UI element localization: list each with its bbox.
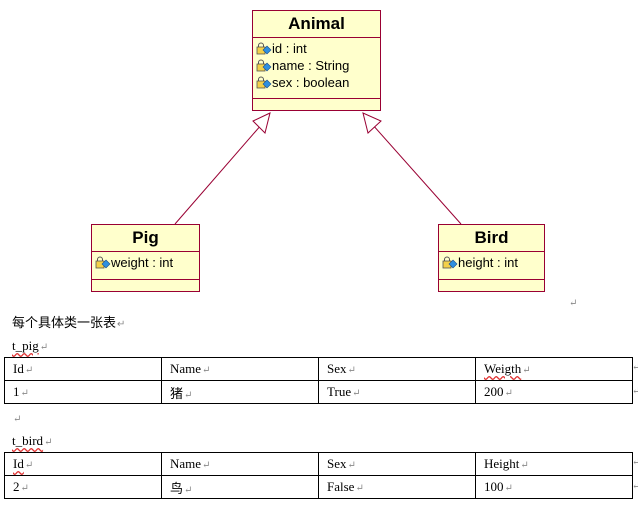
- pig-generalization-line: [174, 123, 263, 225]
- field-lock-icon: [442, 256, 458, 268]
- table1-name-text: t_pig: [12, 338, 39, 353]
- table-cell: 1↵: [4, 380, 162, 404]
- table-cell: 200↵: [475, 380, 633, 404]
- doc-heading-text: 每个具体类一张表: [12, 316, 117, 331]
- row-end-mark: ↵: [632, 481, 638, 492]
- attribute-weight-text: weight : int: [111, 255, 174, 270]
- row-end-mark: ↵: [632, 457, 638, 468]
- pig-generalization-arrowhead: [252, 112, 271, 134]
- table-header-cell: Sex↵: [318, 357, 476, 381]
- class-pig[interactable]: Pig weight : int: [91, 224, 200, 292]
- attribute-weight: weight : int: [95, 254, 199, 271]
- table-header-cell: Sex↵: [318, 452, 476, 476]
- table2-name-text: t_bird: [12, 433, 44, 448]
- table-t-bird: Id↵ Name↵ Sex↵ Height↵ 2↵ 鸟↵ False↵ 100↵: [4, 452, 633, 499]
- table-row: 1↵ 猪↵ True↵ 200↵: [4, 380, 633, 404]
- bird-generalization-line: [371, 123, 462, 225]
- field-lock-icon: [95, 256, 111, 268]
- table-header-cell: Name↵: [161, 452, 319, 476]
- inheritance-arrows: [174, 112, 462, 225]
- table-row: 2↵ 鸟↵ False↵ 100↵: [4, 475, 633, 499]
- table-cell: False↵: [318, 475, 476, 499]
- paragraph-mark: ↵: [117, 319, 126, 330]
- class-pig-attributes: weight : int: [92, 252, 199, 280]
- class-animal-name: Animal: [253, 11, 380, 38]
- table-cell: 100↵: [475, 475, 633, 499]
- table-cell: 2↵: [4, 475, 162, 499]
- attribute-height: height : int: [442, 254, 544, 271]
- field-lock-icon: [256, 76, 272, 88]
- table-cell: 鸟↵: [161, 475, 319, 499]
- doc-heading: 每个具体类一张表↵: [12, 316, 125, 333]
- class-bird-attributes: height : int: [439, 252, 544, 280]
- attribute-id: id : int: [256, 40, 380, 57]
- attribute-id-text: id : int: [272, 41, 307, 56]
- table-header-cell: Weigth↵: [475, 357, 633, 381]
- field-lock-icon: [256, 59, 272, 71]
- empty-paragraph: ↵: [13, 414, 22, 425]
- attribute-name-text: name : String: [272, 58, 350, 73]
- table-cell: 猪↵: [161, 380, 319, 404]
- class-animal-attributes: id : int name : String sex : boolean: [253, 38, 380, 99]
- class-bird[interactable]: Bird height : int: [438, 224, 545, 292]
- attribute-sex: sex : boolean: [256, 74, 380, 91]
- row-end-mark: ↵: [632, 386, 638, 397]
- table-header-cell: Id↵: [4, 452, 162, 476]
- table-t-pig: Id↵ Name↵ Sex↵ Weigth↵ 1↵ 猪↵ True↵ 200↵: [4, 357, 633, 404]
- table2-name: t_bird↵: [12, 433, 52, 451]
- table-header-cell: Id↵: [4, 357, 162, 381]
- table1-name: t_pig↵: [12, 338, 48, 356]
- field-lock-icon: [256, 42, 272, 54]
- row-end-mark: ↵: [632, 362, 638, 373]
- table-header-row: Id↵ Name↵ Sex↵ Height↵: [4, 452, 633, 476]
- paragraph-mark: ↵: [569, 298, 578, 309]
- class-pig-name: Pig: [92, 225, 199, 252]
- class-animal[interactable]: Animal id : int name : String sex : bool…: [252, 10, 381, 111]
- table-header-row: Id↵ Name↵ Sex↵ Weigth↵: [4, 357, 633, 381]
- class-bird-name: Bird: [439, 225, 544, 252]
- table-header-cell: Height↵: [475, 452, 633, 476]
- attribute-height-text: height : int: [458, 255, 518, 270]
- paragraph-mark: ↵: [44, 437, 53, 448]
- bird-generalization-arrowhead: [362, 112, 382, 134]
- attribute-name: name : String: [256, 57, 380, 74]
- attribute-sex-text: sex : boolean: [272, 75, 350, 90]
- paragraph-mark: ↵: [39, 342, 49, 353]
- table-header-cell: Name↵: [161, 357, 319, 381]
- table-cell: True↵: [318, 380, 476, 404]
